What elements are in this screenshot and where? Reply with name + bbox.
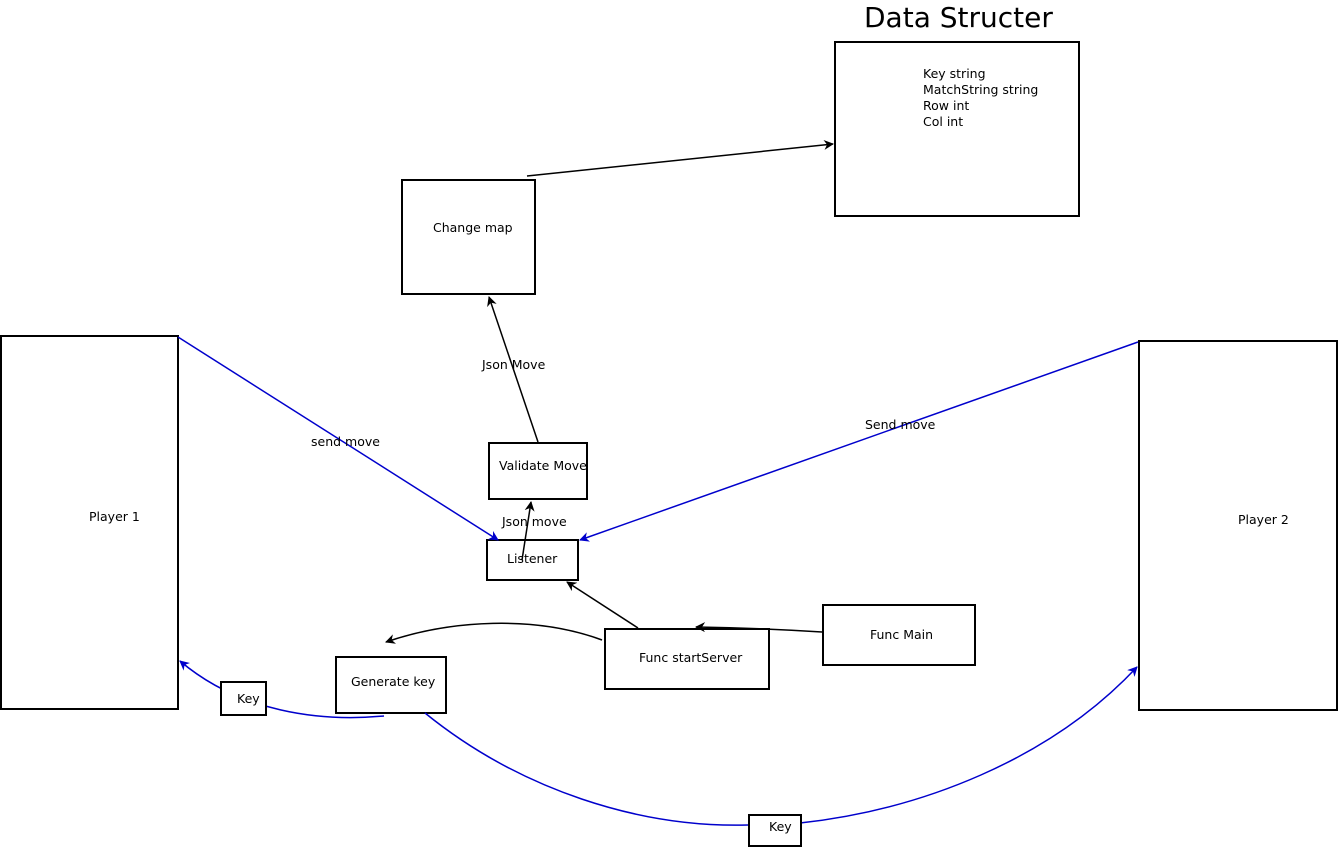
- player1-label: Player 1: [89, 509, 140, 524]
- player2-label: Player 2: [1238, 512, 1289, 527]
- func-main-label: Func Main: [870, 627, 934, 642]
- key-label-bottom: Key: [769, 819, 792, 834]
- edge-label-send-move-p1: send move: [311, 434, 380, 449]
- data-structure-fields: Key string MatchString string Row int Co…: [923, 66, 1038, 130]
- func-main-box: [822, 604, 976, 666]
- change-map-label: Change map: [433, 220, 513, 235]
- listener-label: Listener: [507, 551, 558, 566]
- field-col: Col int: [923, 114, 964, 129]
- field-key: Key string: [923, 66, 986, 81]
- func-startserver-label: Func startServer: [639, 650, 743, 665]
- arrow-generatekey-to-player1: [179, 660, 385, 719]
- edge-label-send-move-p2: Send move: [865, 417, 936, 432]
- edge-label-json-move-up: Json Move: [482, 357, 546, 372]
- arrow-startserver-to-listener: [566, 581, 639, 629]
- generate-key-label: Generate key: [351, 674, 436, 689]
- diagram-title: Data Structer: [864, 1, 1053, 34]
- field-matchstring: MatchString string: [923, 82, 1039, 97]
- validate-move-box: [488, 442, 588, 500]
- arrow-generatekey-to-player2: [424, 667, 1137, 826]
- arrow-changemap-to-datastruct: [526, 139, 834, 177]
- arrow-startserver-to-generatekey: [385, 622, 603, 644]
- arrow-validate-to-changemap: [487, 296, 539, 443]
- change-map-box: [401, 179, 536, 295]
- arrow-player1-to-listener: [177, 336, 499, 541]
- data-structure-box: [834, 41, 1080, 217]
- edge-label-json-move-lower: Json move: [502, 514, 567, 529]
- arrow-player2-to-listener: [579, 341, 1139, 542]
- generate-key-box: [335, 656, 447, 714]
- key-box-bottom: [748, 814, 802, 847]
- player2-box: [1138, 340, 1338, 711]
- player1-box: [0, 335, 179, 710]
- validate-move-label: Validate Move: [499, 458, 587, 473]
- key-box-left: [220, 681, 267, 716]
- field-row: Row int: [923, 98, 970, 113]
- key-label-left: Key: [237, 691, 260, 706]
- arrow-main-to-startserver: [695, 622, 823, 633]
- arrow-listener-to-validate: [521, 501, 535, 561]
- listener-box: [486, 539, 579, 581]
- func-startserver-box: [604, 628, 770, 690]
